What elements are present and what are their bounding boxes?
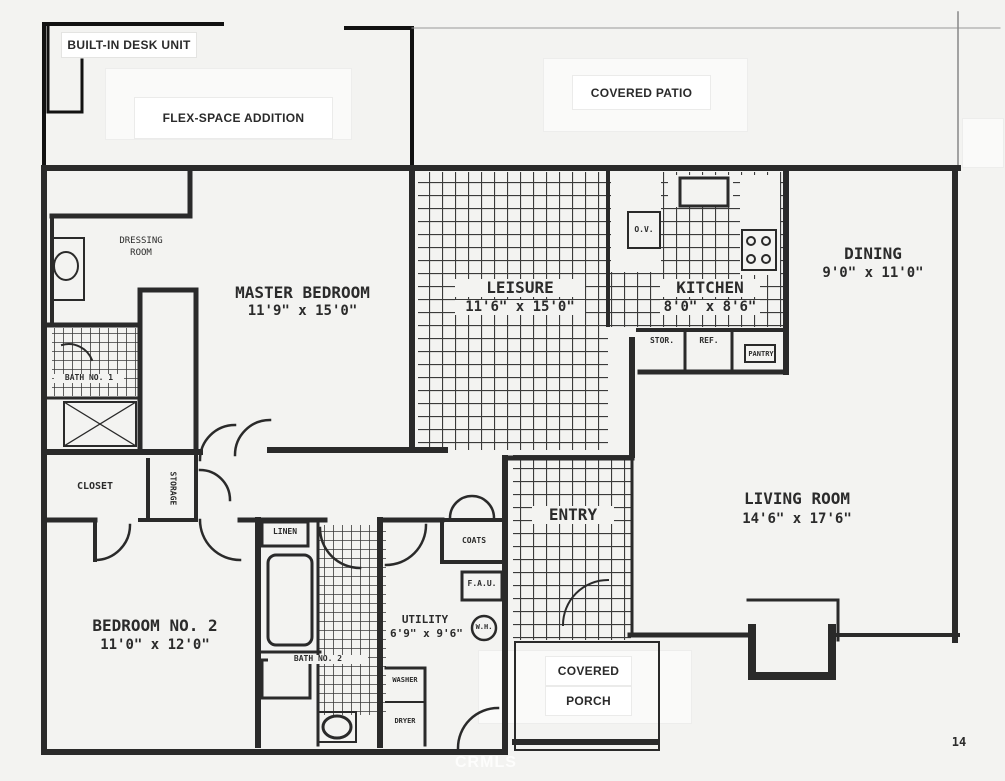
entry-name: ENTRY [532,506,614,524]
bath2-label: BATH NO. 2 [268,654,368,664]
built-in-desk-label: BUILT-IN DESK UNIT [62,33,196,57]
bedroom2-dims: 11'0" x 12'0" [100,637,210,653]
leisure-dims: 11'6" x 15'0" [455,299,585,316]
bath1-grid-floor [52,328,140,396]
tape-strip [962,118,1004,168]
storage-label: STORAGE [168,471,178,506]
coats-label: COATS [461,536,487,545]
entry-grid-floor [513,455,631,640]
refrigerator-label: REF. [699,336,719,345]
storage-kitchen-label: STOR. [649,336,675,345]
dressing-room-label-line2: ROOM [130,248,152,258]
utility-dims: 6'9" x 9'6" [390,627,463,640]
linen-label: LINEN [272,527,298,536]
bath1-label: BATH NO. 1 [54,373,124,383]
washer-label: WASHER [392,676,418,684]
water-heater-label: W.H. [475,623,493,631]
watermark: CRMLS [455,754,517,771]
page-number: 14 [951,735,967,749]
living-room-dims: 14'6" x 17'6" [742,511,852,527]
pantry-label: PANTRY [748,350,774,358]
master-bedroom-dims: 11'9" x 15'0" [247,303,358,319]
leisure-name: LEISURE [455,279,585,297]
covered-patio-label: COVERED PATIO [573,76,710,109]
dining-dims: 9'0" x 11'0" [822,265,924,281]
closet-label: CLOSET [76,481,114,492]
master-bedroom-name: MASTER BEDROOM [235,283,370,302]
flex-space-label: FLEX-SPACE ADDITION [135,98,332,138]
utility-name: UTILITY [401,613,449,626]
kitchen-name: KITCHEN [660,279,760,297]
kitchen-dims: 8'0" x 8'6" [660,299,760,316]
covered-porch-label-line2: PORCH [546,687,631,715]
covered-porch-label-line1: COVERED [546,657,631,685]
dressing-room-label-line1: DRESSING [119,236,163,246]
dining-name: DINING [844,244,902,263]
living-room-name: LIVING ROOM [744,489,850,508]
oven-label: O.V. [634,225,654,234]
bath2-grid-floor [318,525,386,715]
bedroom2-name: BEDROOM NO. 2 [92,616,218,635]
dryer-label: DRYER [394,717,416,725]
fau-label: F.A.U. [467,579,497,588]
